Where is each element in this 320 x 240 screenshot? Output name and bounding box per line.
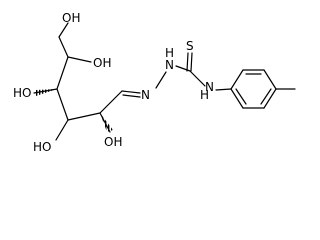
- ring-inner-bond-c: [235, 88, 247, 105]
- ring-inner-bond-b: [260, 88, 272, 105]
- bond-nh-cs: [175, 65, 191, 72]
- bond-c-s-double-b: [190, 52, 193, 72]
- atom-nh-hydrazide-n: N: [165, 58, 174, 72]
- stereo-hash-c2-o2: [100, 113, 113, 132]
- bond-c1-n-double-a: [121, 90, 141, 94]
- bond-c5-o5: [67, 56, 92, 63]
- bond-cs-nh: [189, 70, 206, 87]
- molecule-canvas: OH OH HO HO OH N N H S H N: [13, 11, 296, 154]
- bond-c1-n-double-b: [122, 94, 141, 98]
- atom-oh-c2: OH: [104, 135, 122, 149]
- bond-c4-c3: [56, 88, 69, 121]
- bond-c3-o3: [55, 119, 69, 141]
- bond-c5-c4: [56, 56, 69, 90]
- ring-bond-4: [263, 88, 277, 109]
- atom-ho-c3: HO: [33, 140, 51, 154]
- bond-c6-c5: [58, 36, 69, 58]
- atom-oh-top: OH: [62, 11, 80, 25]
- atom-oh-c5: OH: [93, 56, 111, 70]
- atom-nh-hydrazide-h: H: [165, 46, 174, 60]
- atom-nh-thioamide-n: N: [205, 80, 214, 94]
- bond-n-nh: [155, 71, 167, 89]
- stereo-hash-c4-o4: [36, 89, 57, 96]
- ring-bond-3: [263, 69, 277, 90]
- bond-nh-aryl: [215, 88, 232, 91]
- atom-ho-c4: HO: [13, 86, 31, 100]
- bond-c3-c2: [67, 112, 101, 121]
- ring-bond-1: [230, 69, 244, 90]
- molecule-structure: OH OH HO HO OH N N H S H N: [13, 11, 296, 154]
- atom-nh-thioamide-h: H: [200, 88, 209, 102]
- atom-n-imine: N: [141, 88, 150, 102]
- bond-c6-o6: [58, 22, 69, 38]
- atom-s-thione: S: [186, 39, 194, 53]
- ring-bond-6: [230, 88, 244, 109]
- bond-c-s-double-a: [186, 52, 189, 72]
- bond-c2-c1: [99, 90, 123, 114]
